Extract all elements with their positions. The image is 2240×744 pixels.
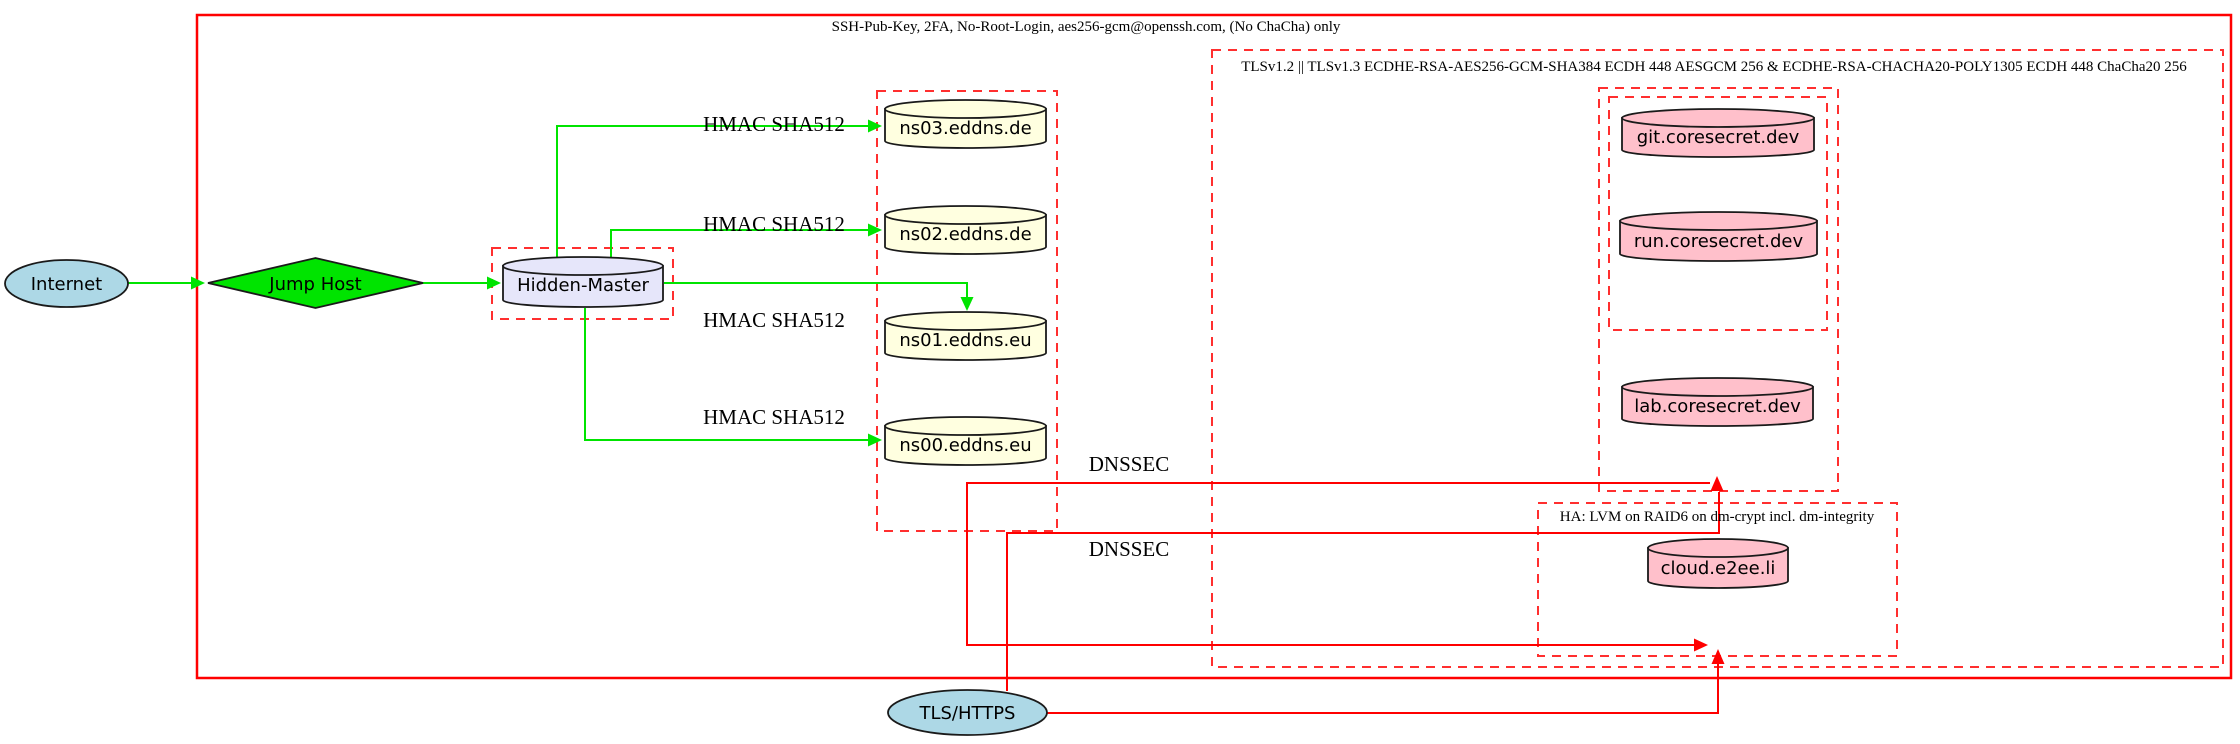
ns03-cylinder-top [884,99,1047,119]
arrowhead-dnssec-to-ha-cluster [1694,638,1708,652]
arrowhead-to-ns02 [868,223,882,237]
lab-cylinder-body [1621,386,1814,427]
ns02-label: ns02.eddns.de [899,224,1031,245]
node-git: git.coresecret.dev [1621,108,1815,158]
git-cylinder-top [1621,108,1815,128]
ns00-cylinder-body [884,425,1047,466]
ns01-cylinder-body [884,320,1047,361]
arrowhead-to-ns01 [960,297,974,311]
arrowhead-into-ha-cluster [1711,649,1725,664]
edge-dnssec-eddns-to-clusters [966,482,1710,646]
ssh-perimeter-label: SSH-Pub-Key, 2FA, No-Root-Login, aes256-… [832,19,1341,35]
ns01-label: ns01.eddns.eu [899,330,1031,351]
ssh-perimeter-box [195,13,2233,680]
edge-hiddenmaster-to-ns02 [610,229,870,258]
run-cylinder-top [1619,211,1818,231]
arrowhead-jumphost-to-hiddenmaster [487,276,501,290]
cloud-cylinder-body [1647,547,1789,589]
edge-hiddenmaster-to-ns01 [664,282,968,299]
tls-https-ellipse [887,689,1048,736]
arrowhead-to-ns03 [868,119,882,133]
tls-https-label: TLS/HTTPS [918,703,1015,724]
hmac-label-ns03: HMAC SHA512 [703,112,845,136]
ha-cluster-label: HA: LVM on RAID6 on dm-crypt incl. dm-in… [1560,509,1875,525]
git-cylinder-body [1621,117,1815,158]
git-label: git.coresecret.dev [1637,127,1800,148]
node-jump-host: Jump Host [207,257,424,309]
ns01-cylinder-top [884,311,1047,331]
arrowhead-internet-to-jumphost [191,276,205,290]
lab-cylinder-top [1621,377,1814,397]
hmac-label-ns00: HMAC SHA512 [703,405,845,429]
edge-tls-to-ha-cluster [1047,664,1719,714]
edge-hiddenmaster-to-ns03 [556,125,870,258]
ns02-cylinder-body [884,214,1047,255]
node-ns01: ns01.eddns.eu [884,311,1047,361]
coresecret-inner-cluster-box [1608,96,1828,331]
internet-ellipse [4,259,129,308]
node-internet: Internet [4,259,129,308]
node-tls-https: TLS/HTTPS [887,689,1048,736]
ns03-label: ns03.eddns.de [899,118,1031,139]
dnssec-label-2: DNSSEC [1089,537,1170,561]
internet-label: Internet [31,274,102,295]
node-ns00: ns00.eddns.eu [884,416,1047,466]
ns03-cylinder-body [884,108,1047,149]
arrowhead-to-ns00 [868,433,882,447]
cloud-label: cloud.e2ee.li [1661,558,1776,579]
dnssec-label-1: DNSSEC [1089,452,1170,476]
edge-tls-to-coresecret-cluster [1006,492,1720,691]
node-ns02: ns02.eddns.de [884,205,1047,255]
jump-host-diamond [207,257,424,309]
hmac-label-ns02: HMAC SHA512 [703,212,845,236]
node-hidden-master: Hidden-Master [502,256,664,308]
ns02-cylinder-top [884,205,1047,225]
run-cylinder-body [1619,220,1818,262]
ns00-label: ns00.eddns.eu [899,435,1031,456]
hmac-label-ns01: HMAC SHA512 [703,308,845,332]
edge-hiddenmaster-to-ns00 [584,308,870,441]
node-ns03: ns03.eddns.de [884,99,1047,149]
jump-host-label: Jump Host [268,274,361,295]
coresecret-outer-cluster-box [1598,87,1839,492]
node-run: run.coresecret.dev [1619,211,1818,262]
hidden-master-label: Hidden-Master [517,275,649,296]
arrowhead-into-coresecret-cluster [1710,476,1724,491]
lab-label: lab.coresecret.dev [1634,396,1801,417]
node-cloud: cloud.e2ee.li [1647,538,1789,589]
hidden-master-cylinder-body [502,265,664,308]
ns00-cylinder-top [884,416,1047,436]
cloud-cylinder-top [1647,538,1789,558]
node-lab: lab.coresecret.dev [1621,377,1814,427]
tls-cluster-label: TLSv1.2 || TLSv1.3 ECDHE-RSA-AES256-GCM-… [1241,59,2187,75]
hidden-master-cylinder-top [502,256,664,276]
run-label: run.coresecret.dev [1634,231,1804,252]
